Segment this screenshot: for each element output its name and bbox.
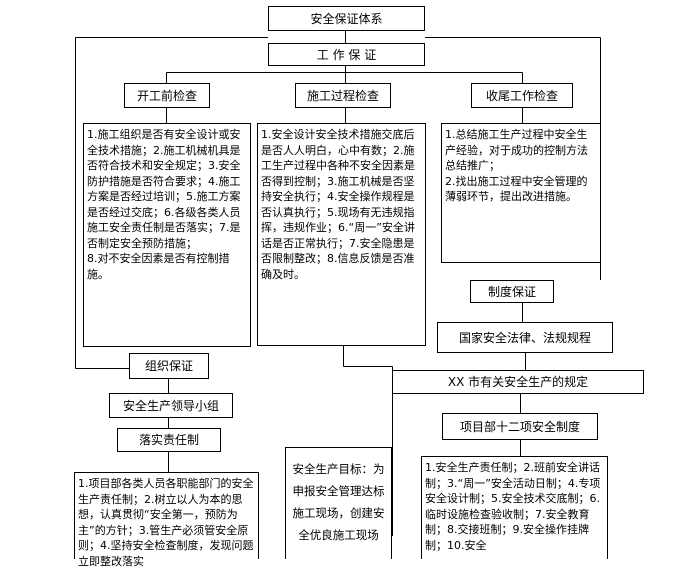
safety-goal-box: 安全生产目标：为申报安全管理达标施工现场，创建安全优良施工现场 [285, 447, 392, 559]
twelve-rules-item: 1.安全生产责任制；2.班前安全讲话制；3.“周一”安全活动日制；4.专项安全设… [425, 461, 601, 552]
city-rules-box: XX 市有关安全生产的规定 [392, 370, 644, 394]
pre-check-item-2: 8.对不安全因素是否有控制措施。 [87, 252, 230, 281]
process-check-item-1: 1.安全设计安全技术措施交底后是否人人明白，心中有数；2.施工生产过程中各种不安… [261, 128, 415, 281]
system-box: 安全保证体系 [268, 6, 425, 31]
leader-group-box: 安全生产领导小组 [109, 393, 233, 418]
safety-goal-text: 安全生产目标：为申报安全管理达标施工现场，创建安全优良施工现场 [292, 462, 385, 542]
final-check-box: 收尾工作检查 [471, 83, 573, 108]
twelve-rules-items: 1.安全生产责任制；2.班前安全讲话制；3.“周一”安全活动日制；4.专项安全设… [421, 456, 608, 559]
national-laws-box: 国家安全法律、法规规程 [437, 322, 613, 353]
process-check-items: 1.安全设计安全技术措施交底后是否人人明白，心中有数；2.施工生产过程中各种不安… [257, 123, 426, 346]
responsibility-items: 1.项目部各类人员各职能部门的安全生产责任制；2.树立以人为本的思想，认真贯彻“… [74, 472, 259, 568]
work-guarantee-box: 工 作 保 证 [268, 43, 425, 66]
responsibility-box: 落实责任制 [117, 428, 221, 452]
twelve-rules-box: 项目部十二项安全制度 [442, 413, 598, 440]
process-check-box: 施工过程检查 [295, 83, 391, 108]
org-guarantee-box: 组织保证 [129, 353, 209, 379]
final-check-item-2: 2.找出施工过程中安全管理的薄弱环节，提出改进措施。 [445, 174, 588, 204]
pre-check-items: 1.施工组织是否有安全设计或安全技术措施；2.施工机械机具是否符合技术和安全规定… [83, 123, 251, 347]
pre-check-item-1: 1.施工组织是否有安全设计或安全技术措施；2.施工机械机具是否符合技术和安全规定… [87, 128, 241, 250]
system-guarantee-box: 制度保证 [470, 280, 554, 303]
final-check-item-1: 1.总结施工生产过程中安全生产经验，对于成功的控制方法总结推广； [445, 128, 588, 172]
pre-check-box: 开工前检查 [124, 83, 210, 108]
final-check-items: 1.总结施工生产过程中安全生产经验，对于成功的控制方法总结推广； 2.找出施工过… [441, 123, 601, 263]
responsibility-item: 1.项目部各类人员各职能部门的安全生产责任制；2.树立以人为本的思想，认真贯彻“… [78, 477, 254, 568]
